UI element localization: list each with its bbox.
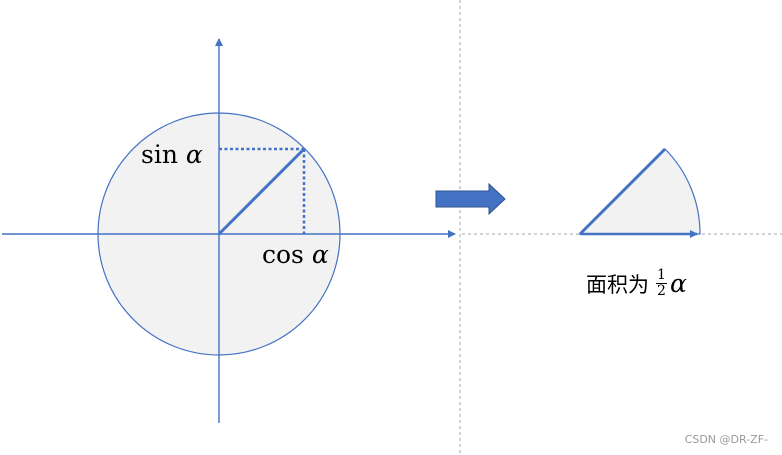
cos-var-text: α	[311, 240, 329, 269]
half-fraction: 1 2	[656, 268, 667, 299]
sin-var-text: α	[185, 140, 203, 169]
sin-func-text: sin	[141, 140, 178, 169]
fraction-denominator: 2	[657, 283, 666, 299]
radius-line	[217, 147, 306, 236]
watermark-text: CSDN @DR-ZF-	[684, 433, 768, 446]
fraction-numerator: 1	[657, 267, 666, 283]
transform-arrow	[435, 182, 506, 216]
area-var-text: α	[670, 269, 687, 298]
cos-alpha-label: cos α	[262, 240, 329, 269]
sector-shape	[578, 148, 701, 235]
area-prefix-text: 面积为	[586, 272, 649, 297]
cos-func-text: cos	[262, 240, 304, 269]
area-label: 面积为 1 2 α	[586, 268, 687, 299]
fraction-bar	[656, 283, 667, 284]
sin-alpha-label: sin α	[141, 140, 203, 169]
sector-radius-line	[578, 147, 667, 236]
